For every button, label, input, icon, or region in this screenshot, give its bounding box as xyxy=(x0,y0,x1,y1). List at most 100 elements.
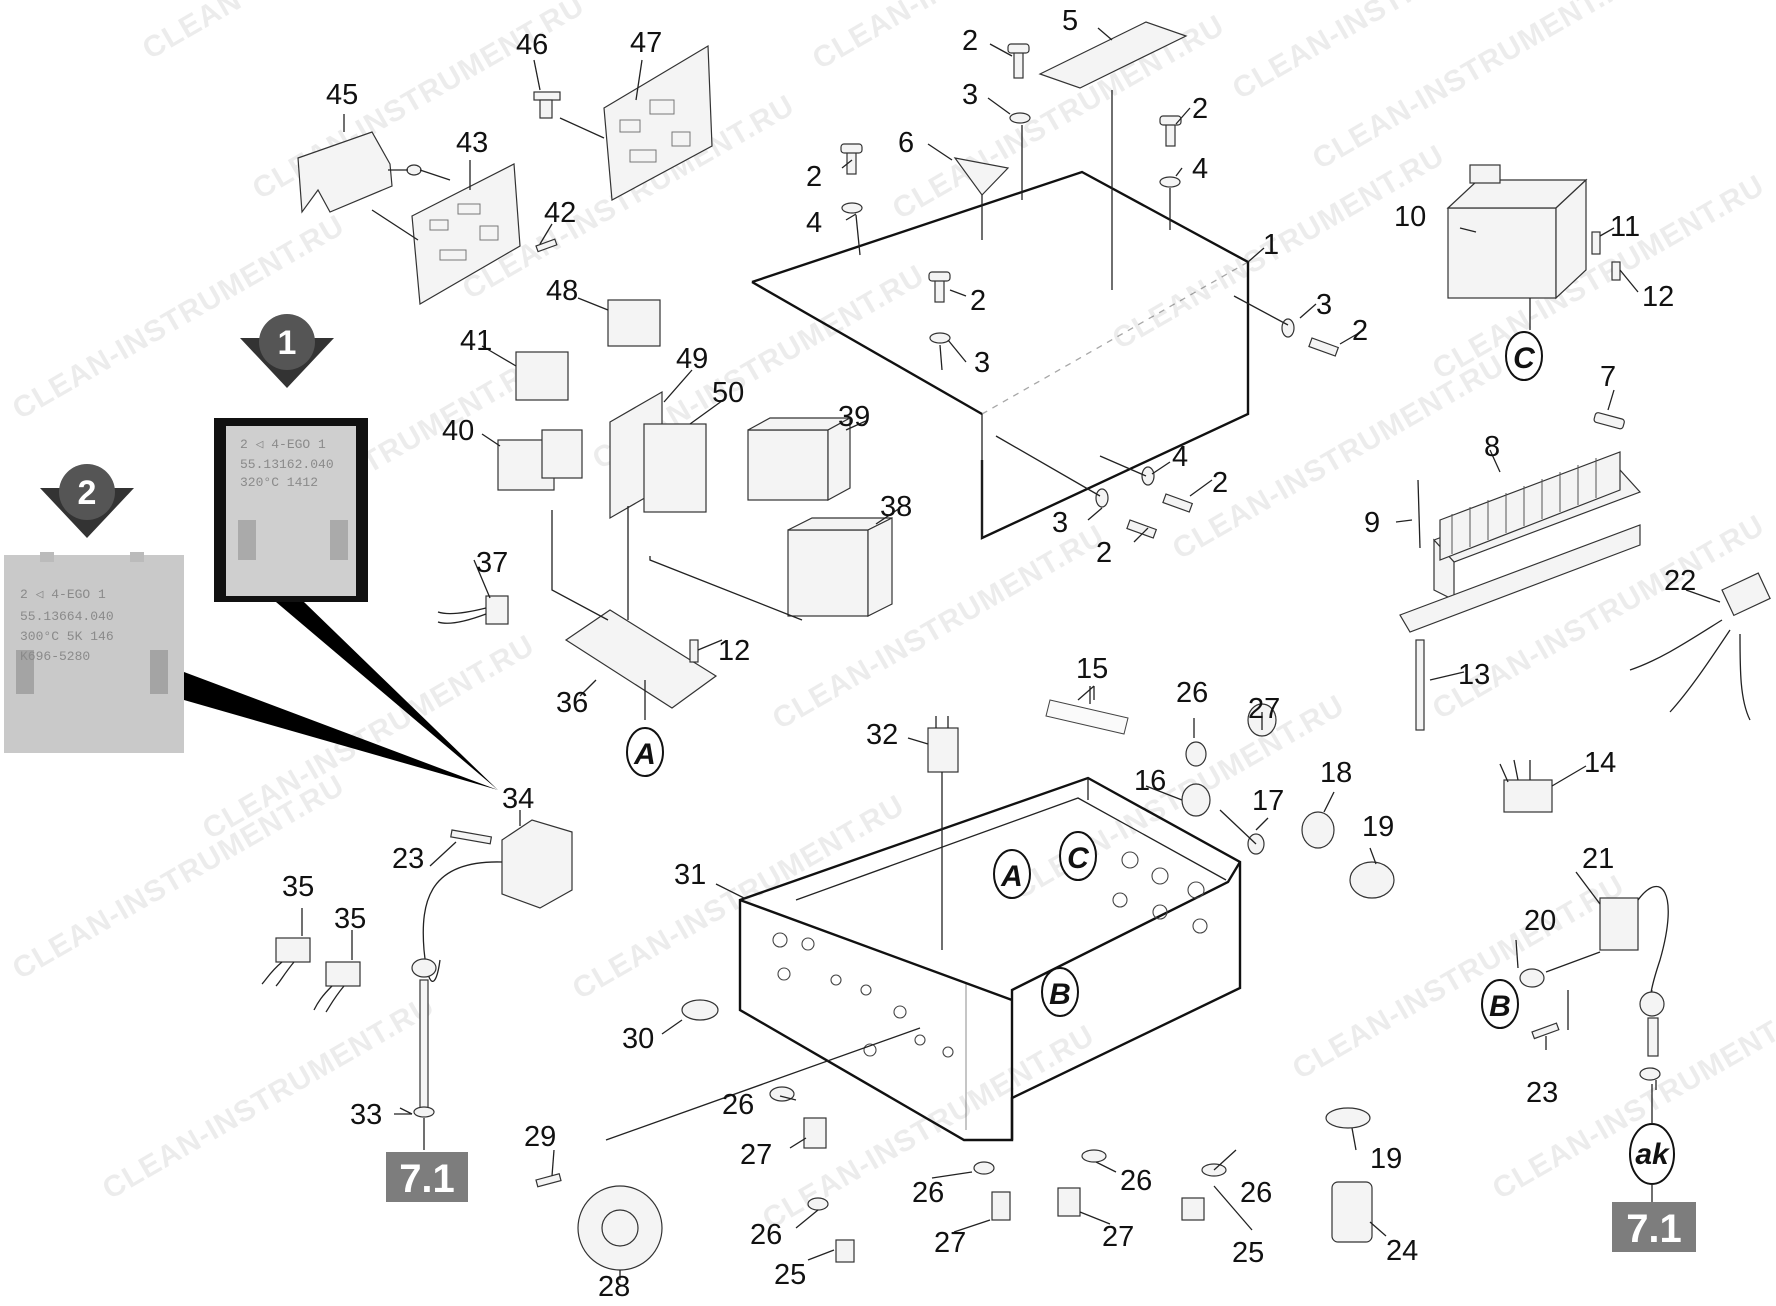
photo-inset-1: 2 ◁ 4-EGO 1 55.13162.040 320°C 1412 xyxy=(214,418,368,602)
callout-2: 2 xyxy=(970,285,986,317)
capacitor-37 xyxy=(485,595,509,625)
timer-relay-49-50 xyxy=(609,390,707,520)
photo-marker-2: 2 xyxy=(40,464,134,538)
callout-9: 9 xyxy=(1364,507,1380,539)
pcb-43 xyxy=(411,163,521,305)
section-ref-label: 7.1 xyxy=(399,1157,455,1201)
section-ref-right[interactable]: 7.1 xyxy=(1612,1202,1696,1252)
callout-34: 34 xyxy=(502,783,534,815)
screw xyxy=(689,639,699,663)
connection-marker-A-housing: A xyxy=(993,849,1031,899)
callout-26: 26 xyxy=(750,1219,782,1251)
marker-C: C xyxy=(1067,842,1090,875)
marker-A: A xyxy=(1000,860,1023,893)
callout-13: 13 xyxy=(1458,659,1490,691)
callout-39: 39 xyxy=(838,401,870,433)
marker-B: B xyxy=(1489,990,1511,1023)
callout-35: 35 xyxy=(282,871,314,903)
callout-3: 3 xyxy=(962,79,978,111)
pin xyxy=(1415,639,1425,731)
photo-inset-2: 2 ◁ 4-EGO 1 55.13664.040 300°C 5K 146 K6… xyxy=(4,552,184,753)
callout-15: 15 xyxy=(1076,653,1108,685)
photo2-text-line: 300°C 5K 146 xyxy=(20,629,114,644)
photo-marker-label: 2 xyxy=(78,474,97,512)
threaded-rod xyxy=(1417,479,1421,549)
callout-33: 33 xyxy=(350,1099,382,1131)
callout-40: 40 xyxy=(442,415,474,447)
photo1-text-line: 55.13162.040 xyxy=(240,457,334,472)
callout-4: 4 xyxy=(806,207,822,239)
callout-27: 27 xyxy=(934,1227,966,1259)
pointer-photo1 xyxy=(276,602,498,790)
callout-28: 28 xyxy=(598,1271,630,1303)
callout-3: 3 xyxy=(1052,507,1068,539)
gasket-15 xyxy=(1045,699,1129,735)
callout-36: 36 xyxy=(556,687,588,719)
callout-1: 1 xyxy=(1263,229,1279,261)
callout-4: 4 xyxy=(1172,441,1188,473)
callout-4: 4 xyxy=(1192,153,1208,185)
watermark: CLEAN-INSTRUMENT.RU xyxy=(1007,689,1350,906)
din-rail xyxy=(564,609,718,709)
marker-B: B xyxy=(1049,978,1071,1011)
callout-11: 11 xyxy=(1610,211,1640,243)
marker-A: A xyxy=(633,738,656,771)
photo2-text-line: 2 ◁ 4-EGO 1 xyxy=(20,587,106,602)
callout-12: 12 xyxy=(1642,281,1674,313)
callout-19: 19 xyxy=(1362,811,1394,843)
callout-25: 25 xyxy=(774,1259,806,1291)
callout-43: 43 xyxy=(456,127,488,159)
cover-screws xyxy=(840,43,1340,539)
main-housing xyxy=(738,699,1242,1142)
warning-triangle xyxy=(953,157,1010,196)
callout-3: 3 xyxy=(1316,289,1332,321)
pcb-43-traces xyxy=(429,203,499,261)
section-ref-label: 7.1 xyxy=(1626,1207,1682,1251)
leader-lines-relays xyxy=(551,506,803,720)
photo2-text-line: K696-5280 xyxy=(20,649,90,664)
plug-32 xyxy=(927,716,959,950)
suppressor-22 xyxy=(1721,572,1771,617)
section-ref-left[interactable]: 7.1 xyxy=(386,1152,468,1202)
relay-socket-40 xyxy=(497,429,583,491)
photo1-text-line: 320°C 1412 xyxy=(240,475,318,490)
contactor-38 xyxy=(787,517,893,617)
callout-23: 23 xyxy=(392,843,424,875)
fuse xyxy=(1593,412,1625,430)
watermark: CLEAN-INSTRUMENT.RU xyxy=(567,789,910,1006)
watermark: CLEAN-INSTRUMENT.RU xyxy=(137,0,480,66)
callout-46: 46 xyxy=(516,29,548,61)
callout-41: 41 xyxy=(460,325,492,357)
terminal-block xyxy=(1399,451,1642,633)
thermostat-34 xyxy=(411,819,573,1118)
connection-marker-ak: ak xyxy=(1629,1123,1675,1185)
callout-26: 26 xyxy=(1120,1165,1152,1197)
callout-26: 26 xyxy=(722,1089,754,1121)
marker-C: C xyxy=(1513,342,1536,375)
callout-19: 19 xyxy=(1370,1143,1402,1175)
capacitor-35a xyxy=(275,937,311,963)
callout-2: 2 xyxy=(1096,537,1112,569)
callout-24: 24 xyxy=(1386,1235,1418,1267)
callout-35: 35 xyxy=(334,903,366,935)
callout-27: 27 xyxy=(740,1139,772,1171)
callout-3: 3 xyxy=(974,347,990,379)
callout-16: 16 xyxy=(1134,765,1166,797)
connection-marker-C-housing: C xyxy=(1059,831,1097,881)
callout-29: 29 xyxy=(524,1121,556,1153)
callout-7: 7 xyxy=(1600,361,1616,393)
capacitor-35b xyxy=(325,961,361,987)
watermark: CLEAN-INSTRUMENT.RU xyxy=(1287,869,1630,1086)
marker-ak: ak xyxy=(1635,1138,1670,1171)
photo1-text-line: 2 ◁ 4-EGO 1 xyxy=(240,437,326,452)
callout-6: 6 xyxy=(898,127,914,159)
callout-47: 47 xyxy=(630,27,662,59)
thermostat-21 xyxy=(1519,886,1669,1081)
callout-27: 27 xyxy=(1102,1221,1134,1253)
callout-leaders xyxy=(301,27,1721,1280)
callout-48: 48 xyxy=(546,275,578,307)
callout-26: 26 xyxy=(1176,677,1208,709)
callout-18: 18 xyxy=(1320,757,1352,789)
callout-2: 2 xyxy=(1192,93,1208,125)
